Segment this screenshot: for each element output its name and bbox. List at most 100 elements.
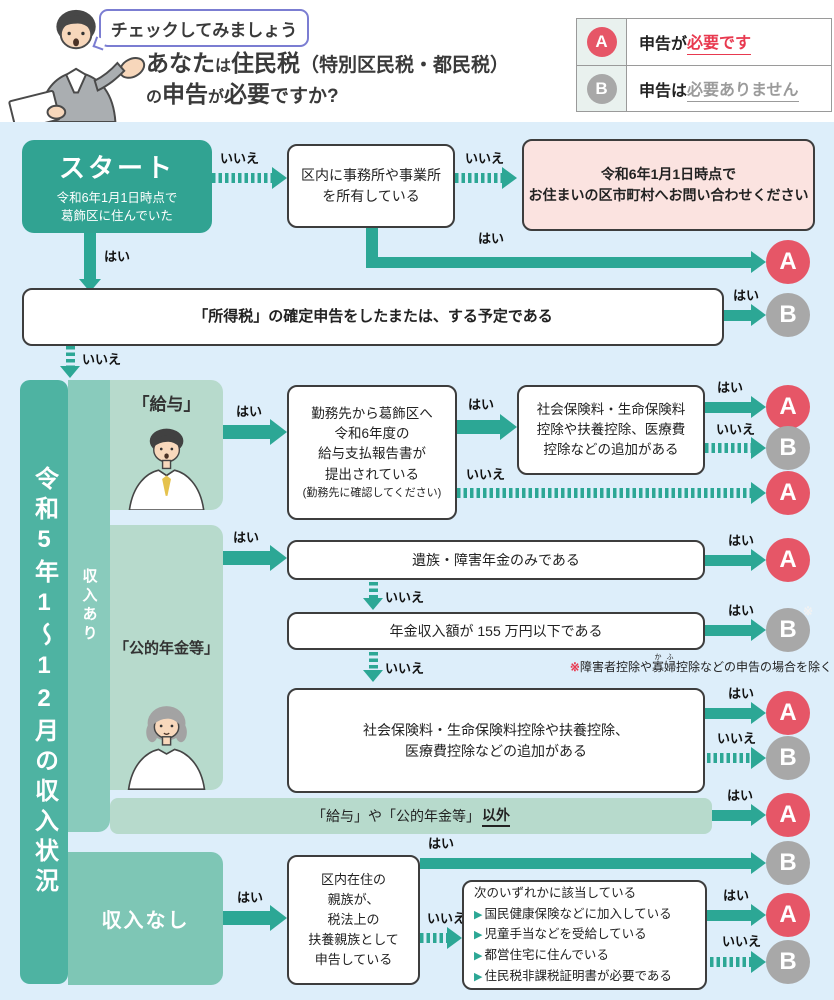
arrow-yes-to-survivor xyxy=(223,545,287,571)
no-label: いいえ xyxy=(82,352,122,367)
arrow-no-to-b6 xyxy=(710,951,766,973)
yes-label: はい xyxy=(104,249,131,264)
no-label: いいえ xyxy=(465,151,505,166)
result-b-badge-with-note: B ※ xyxy=(766,604,813,652)
arrow-yes-to-b5 xyxy=(420,852,766,874)
arrow-no-down xyxy=(60,346,80,378)
arrow-yes-to-a2 xyxy=(705,396,766,418)
arrow-yes-to-a6 xyxy=(712,804,766,826)
arrow-no-down xyxy=(363,582,383,610)
arrow-yes-to-insurance1 xyxy=(457,414,517,440)
salary-panel: 「給与」 xyxy=(110,380,223,510)
yes-label: はい xyxy=(728,533,755,548)
list-item: ▶都営住宅に住んでいる xyxy=(474,948,609,963)
no-label: いいえ xyxy=(722,934,762,949)
result-b-badge: B xyxy=(766,841,810,885)
pension-amount-box: 年金収入額が 155 万円以下である xyxy=(287,612,705,650)
arrow-yes-to-b3 xyxy=(705,619,766,641)
arrow-yes-to-a4 xyxy=(705,549,766,571)
legend-b-badge: B xyxy=(586,73,617,104)
presenter-illustration xyxy=(8,9,146,122)
arrow-no-to-a3 xyxy=(457,482,766,504)
eligibility-list-box: 次のいずれかに該当している ▶国民健康保険などに加入している ▶児童手当などを受… xyxy=(462,880,707,990)
no-label: いいえ xyxy=(466,467,506,482)
income-period-label: 令和5年1～12月の収入状況 xyxy=(30,466,58,898)
result-a-badge: A xyxy=(766,538,810,582)
result-a-badge: A xyxy=(766,691,810,735)
income-period-bar: 令和5年1～12月の収入状況 xyxy=(20,380,68,984)
result-b-badge: B xyxy=(766,736,810,780)
yes-label: はい xyxy=(728,686,755,701)
other-income-band: 「給与」や「公的年金等」 以外 xyxy=(110,798,712,834)
arrow-no-to-contact xyxy=(455,167,517,189)
payroll-report-box: 勤務先から葛飾区へ 令和6年度の 給与支払報告書が 提出されている (勤務先に確… xyxy=(287,385,457,520)
yes-label: はい xyxy=(717,380,744,395)
no-label: いいえ xyxy=(385,590,425,605)
list-item: ▶国民健康保険などに加入している xyxy=(474,906,672,921)
result-b-badge: B xyxy=(766,940,810,984)
has-income-bar: 収入あり xyxy=(68,380,110,832)
no-label: いいえ xyxy=(385,661,425,676)
insurance-deduction-box-2: 社会保険料・生命保険料控除や扶養控除、 医療費控除などの追加がある xyxy=(287,688,705,793)
office-ownership-box: 区内に事務所や事業所 を所有している xyxy=(287,144,455,228)
exception-note: ※障害者控除や寡婦かふ控除などの申告の場合を除く xyxy=(569,654,832,674)
arrow-yes-to-workbox xyxy=(223,419,287,445)
no-label: いいえ xyxy=(220,151,260,166)
arrow-no-to-b4 xyxy=(707,747,766,769)
legend-a-text: 申告が必要です xyxy=(627,19,831,65)
result-b-badge: B xyxy=(766,426,810,470)
legend-b-text: 申告は必要ありません xyxy=(627,66,831,111)
pension-label: 「公的年金等」 xyxy=(113,640,219,657)
legend-b-cell: B xyxy=(577,66,627,111)
title-line-2: の申告が必要ですか? xyxy=(146,81,339,108)
legend-a-badge: A xyxy=(586,27,617,57)
income-tax-return-box: 「所得税」の確定申告をしたまたは、する予定である xyxy=(22,288,724,346)
yes-label: はい xyxy=(727,788,754,803)
result-legend: A 申告が必要です B 申告は必要ありません xyxy=(576,18,832,112)
result-a-badge: A xyxy=(766,893,810,937)
contact-municipality-box: 令和6年1月1日時点で お住まいの区市町村へお問い合わせください xyxy=(522,139,815,231)
connector-line xyxy=(366,228,378,262)
result-a-badge: A xyxy=(766,240,810,284)
survivor-pension-box: 遺族・障害年金のみである xyxy=(287,540,705,580)
result-a-badge: A xyxy=(766,793,810,837)
insurance-deduction-box-1: 社会保険料・生命保険料 控除や扶養控除、医療費 控除などの追加がある xyxy=(517,385,705,475)
no-label: いいえ xyxy=(427,911,467,926)
arrow-yes-to-b1 xyxy=(724,304,766,326)
yes-label: はい xyxy=(478,231,505,246)
no-label: いいえ xyxy=(717,731,757,746)
dependent-relative-box: 区内在住の 親族が、 税法上の 扶養親族として 申告している xyxy=(287,855,420,985)
connector-line xyxy=(84,233,96,281)
result-a-badge: A xyxy=(766,385,810,429)
arrow-yes-to-a1 xyxy=(366,251,766,273)
asterisk-mark: ※ xyxy=(802,604,813,618)
yes-label: はい xyxy=(237,890,264,905)
yes-label: はい xyxy=(728,603,755,618)
list-title: 次のいずれかに該当している xyxy=(474,886,637,901)
page-title: あなたは住民税（特別区民税・都民税） の申告が必要ですか? xyxy=(146,48,586,110)
start-title: スタート xyxy=(58,152,175,183)
yes-label: はい xyxy=(233,530,260,545)
yes-label: はい xyxy=(723,888,750,903)
yes-label: はい xyxy=(733,288,760,303)
arrow-no-down xyxy=(363,652,383,682)
has-income-label: 収入あり xyxy=(80,568,98,644)
arrow-no-to-b2 xyxy=(705,437,766,459)
legend-row-a: A 申告が必要です xyxy=(577,19,831,65)
pension-panel: 「公的年金等」 xyxy=(110,525,223,790)
yes-label: はい xyxy=(428,836,455,851)
result-b-badge: B xyxy=(766,293,810,337)
check-speech-bubble: チェックしてみましょう xyxy=(92,9,309,51)
list-item: ▶住民税非課税証明書が必要である xyxy=(474,968,672,983)
legend-a-cell: A xyxy=(577,19,627,65)
no-income-panel: 収入なし xyxy=(68,852,223,985)
salary-label: 「給与」 xyxy=(132,395,201,414)
start-node: スタート 令和6年1月1日時点で 葛飾区に住んでいた xyxy=(22,140,212,233)
no-label: いいえ xyxy=(716,422,756,437)
arrow-no-to-office xyxy=(212,167,287,189)
list-item: ▶児童手当などを受給している xyxy=(474,927,647,942)
start-condition: 令和6年1月1日時点で 葛飾区に住んでいた xyxy=(56,190,178,223)
arrow-yes-to-a5 xyxy=(705,702,766,724)
arrow-yes-to-relative xyxy=(223,905,287,931)
